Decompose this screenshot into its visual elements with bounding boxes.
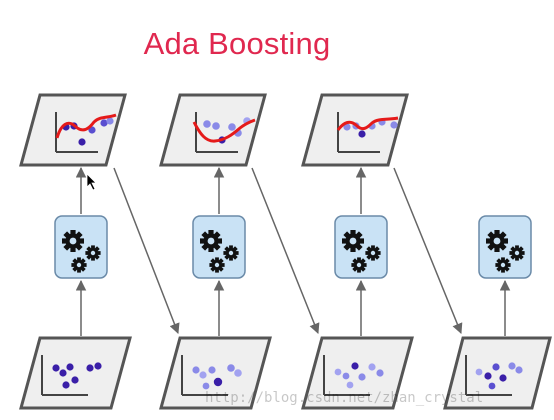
prediction-panel-1: [19, 93, 127, 167]
arrow-diagonal: [251, 167, 320, 334]
data-panel-4: [443, 336, 552, 410]
axes-icon: [323, 355, 370, 396]
data-panel-3: [301, 336, 414, 410]
prediction-panel-3: [301, 93, 409, 167]
stage-4: [443, 215, 552, 410]
axes-icon: [465, 355, 512, 396]
stage-2: [159, 93, 320, 410]
axes-icon: [55, 112, 98, 153]
axes-icon: [337, 112, 380, 153]
arrow-diagonal: [113, 167, 180, 334]
scatter-points: [52, 362, 102, 389]
scatter-points: [475, 362, 523, 390]
data-panel-1: [19, 336, 132, 410]
fit-curve: [192, 118, 256, 143]
stage-3: [301, 93, 463, 410]
fit-curve: [55, 113, 117, 139]
scatter-points: [192, 364, 242, 390]
axes-icon: [195, 112, 238, 153]
stage-1: [19, 93, 180, 410]
axes-icon: [181, 355, 228, 396]
mouse-cursor-icon: [86, 173, 97, 191]
arrow-diagonal: [393, 167, 463, 334]
watermark-text: http://blog.csdn.net/zhan_crystal: [205, 390, 484, 406]
scatter-points: [334, 362, 384, 389]
axes-icon: [41, 355, 88, 396]
fit-curve: [336, 116, 399, 131]
data-panel-2: [159, 336, 272, 410]
prediction-panel-2: [159, 93, 267, 167]
diagram-title: Ada Boosting: [143, 26, 331, 61]
